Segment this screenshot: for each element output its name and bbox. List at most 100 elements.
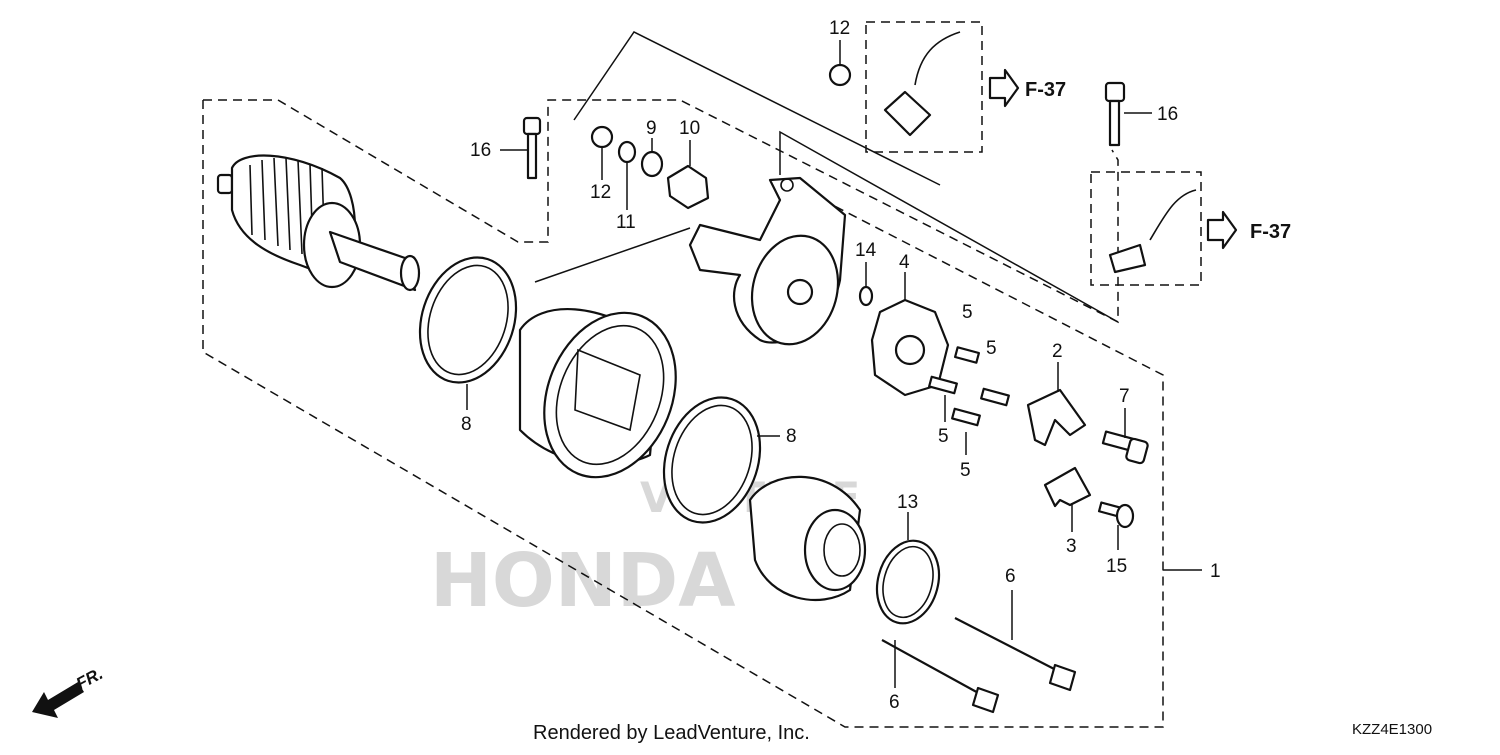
screw-15-head (1115, 503, 1135, 529)
screw-7-head (1125, 437, 1149, 465)
o-ring-left (418, 256, 518, 384)
o-ring-13-inner (882, 545, 934, 619)
callout-5-c: 5 (938, 426, 949, 447)
armature (216, 154, 421, 292)
cable-top-terminal (883, 90, 932, 137)
front-cover-hub (803, 508, 867, 592)
callout-12-a: 12 (590, 182, 611, 203)
o-ring-13 (875, 539, 941, 625)
brush-3 (1043, 466, 1092, 508)
boundary-lower (202, 100, 1164, 728)
callout-5-a: 5 (962, 302, 973, 323)
ref-arrow-top: F-37 (988, 68, 1066, 108)
bolt-16-right-shank (1108, 99, 1121, 147)
nut-12-top (828, 63, 852, 87)
insulator-9 (640, 150, 664, 178)
ref-arrow-right: F-37 (1206, 210, 1291, 250)
washer-11 (617, 140, 637, 164)
callout-14: 14 (855, 240, 877, 261)
callout-8-b: 8 (786, 426, 797, 447)
o-ring-right (662, 396, 762, 524)
screw-7 (1101, 430, 1149, 465)
nut-12-left (590, 125, 614, 149)
callout-9: 9 (646, 118, 657, 139)
callout-6-a: 6 (1005, 566, 1016, 587)
armature-shaft (328, 230, 417, 292)
callout-12-b: 12 (829, 18, 850, 39)
o-ring-left-inner (427, 264, 509, 376)
rear-cover-hole (780, 178, 794, 192)
bolt-6-lower-head (971, 686, 1000, 714)
footer-credit: Rendered by LeadVenture, Inc. (533, 722, 810, 744)
bolt-16-right (1104, 81, 1126, 147)
frame-mid (779, 130, 1119, 323)
ref-arrow-right-icon (1206, 210, 1238, 250)
terminal-10 (666, 164, 710, 210)
front-cover-seal (823, 523, 861, 577)
cable-top (883, 31, 961, 137)
callout-1: 1 (1210, 561, 1221, 582)
callout-15: 15 (1106, 556, 1127, 577)
cable-right (1108, 189, 1197, 274)
callout-8-a: 8 (461, 414, 472, 435)
screw-15 (1097, 501, 1135, 529)
bolt-6-lower (881, 639, 983, 696)
bolt-16-right-head (1104, 81, 1126, 103)
motor-case-opening (555, 324, 665, 466)
callout-16-b: 16 (1157, 104, 1178, 125)
callout-13: 13 (897, 492, 918, 513)
ref-arrow-top-icon (988, 68, 1020, 108)
front-arrow-icon (32, 682, 84, 718)
brush-2 (1026, 388, 1087, 447)
rear-cover (688, 176, 847, 346)
armature-shaft-end (216, 173, 234, 195)
callout-3: 3 (1066, 536, 1077, 557)
cable-top-wire (914, 31, 961, 86)
callout-4: 4 (899, 252, 910, 273)
bolt-16-left-head (522, 116, 542, 136)
cable-right-wire (1149, 189, 1197, 241)
brush-holder-center (894, 334, 926, 366)
brush-springs (928, 346, 1010, 427)
callout-5-b: 5 (986, 338, 997, 359)
bolt-6-upper-head (1048, 663, 1077, 692)
bolt-16-left (522, 116, 542, 180)
callouts: 1 2 3 4 5 5 5 5 6 6 7 8 8 9 10 11 12 12 … (461, 18, 1221, 713)
callout-5-d: 5 (960, 460, 971, 481)
frame-top (573, 31, 941, 186)
spring-4 (951, 407, 981, 427)
pinion-spline (399, 254, 421, 292)
frame-armature (534, 227, 691, 283)
armature-windings (249, 157, 326, 263)
front-direction: FR. (32, 664, 106, 718)
callout-6-b: 6 (889, 692, 900, 713)
ref-label-top: F-37 (1025, 79, 1066, 101)
boundary-upper (203, 99, 1119, 324)
motor-case (518, 308, 677, 479)
callout-16-a: 16 (470, 140, 491, 161)
front-cover (748, 475, 867, 602)
callout-10: 10 (679, 118, 700, 139)
spring-2 (980, 387, 1010, 407)
spring-1 (953, 346, 981, 364)
motor-case-magnet (574, 348, 641, 432)
washer-14 (858, 285, 874, 307)
bolt-6-upper (954, 617, 1061, 673)
bolt-16-left-shank (526, 132, 538, 180)
leader-frames (534, 31, 1202, 571)
cable-box-top (865, 21, 983, 153)
spring-3 (928, 375, 958, 395)
terminal-parts (590, 63, 852, 210)
cable-right-terminal (1108, 243, 1147, 274)
rear-cover-bushing (786, 278, 814, 306)
callout-leaders (466, 40, 1152, 688)
long-bolts (881, 617, 1077, 714)
o-ring-right-inner (671, 404, 753, 516)
assembly-boundaries (202, 21, 1202, 728)
watermark-brand: HONDA (430, 538, 735, 624)
callout-2: 2 (1052, 341, 1063, 362)
callout-7: 7 (1119, 386, 1130, 407)
diagram-code: KZZ4E1300 (1352, 721, 1432, 738)
ref-label-right: F-37 (1250, 221, 1291, 243)
